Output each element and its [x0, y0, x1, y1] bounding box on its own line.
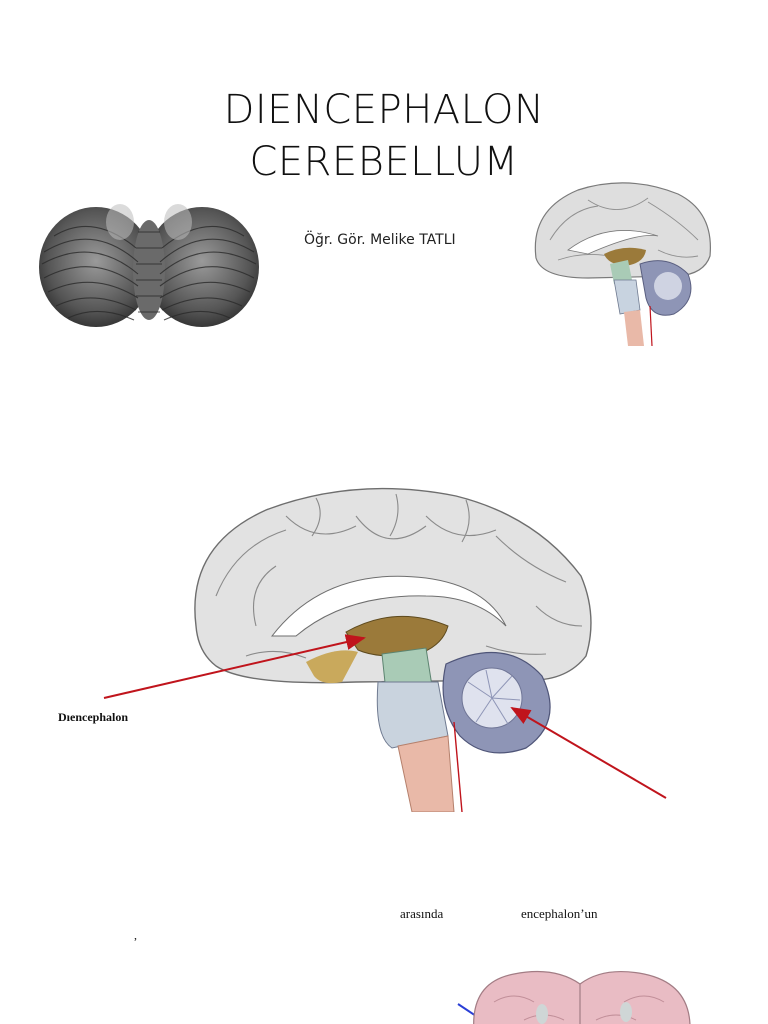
diencephalon-label: Dıencephalon [58, 710, 129, 724]
sagittal-brain-large-illustration [194, 487, 592, 812]
slide-title: DIENCEPHALON CEREBELLUM [0, 84, 768, 188]
text-arasinda: arasında [400, 906, 444, 921]
title-line-cerebellum: CEREBELLUM [249, 139, 519, 185]
title-slide: DIENCEPHALON CEREBELLUM Öğr. Gör. Melike… [0, 0, 768, 360]
title-line-diencephalon: DIENCEPHALON [223, 87, 545, 133]
text-comma: , [134, 928, 137, 942]
author-name: Öğr. Gör. Melike TATLI [304, 232, 456, 248]
sagittal-brain-small-illustration [534, 182, 711, 346]
cerebellum-illustration [39, 204, 259, 327]
brain-section-illustration [473, 970, 691, 1024]
text-encephalon: encephalon’un [521, 906, 598, 921]
